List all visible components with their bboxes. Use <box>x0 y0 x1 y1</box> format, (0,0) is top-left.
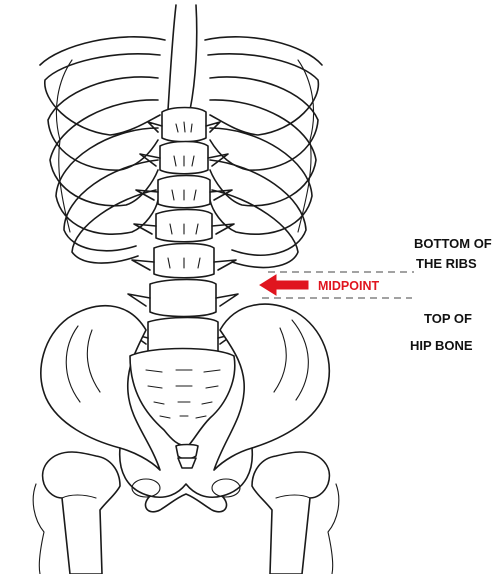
sternum <box>168 5 197 116</box>
top-of-hip-label-line2: HIP BONE <box>410 338 473 353</box>
coccyx <box>176 445 198 460</box>
bottom-of-ribs-label-line2: THE RIBS <box>416 256 477 271</box>
midpoint-arrow <box>260 275 308 295</box>
right-femur <box>252 452 329 574</box>
femurs <box>33 452 339 574</box>
midpoint-label: MIDPOINT <box>318 279 379 293</box>
left-femur <box>43 452 120 574</box>
vertebra <box>150 280 216 317</box>
right-ribs <box>205 37 322 268</box>
top-of-hip-label-line1: TOP OF <box>424 311 472 326</box>
left-ribs <box>40 37 165 263</box>
lumbar-spine <box>128 108 238 357</box>
bottom-of-ribs-label-line1: BOTTOM OF <box>414 236 492 251</box>
sacrum <box>130 349 235 447</box>
